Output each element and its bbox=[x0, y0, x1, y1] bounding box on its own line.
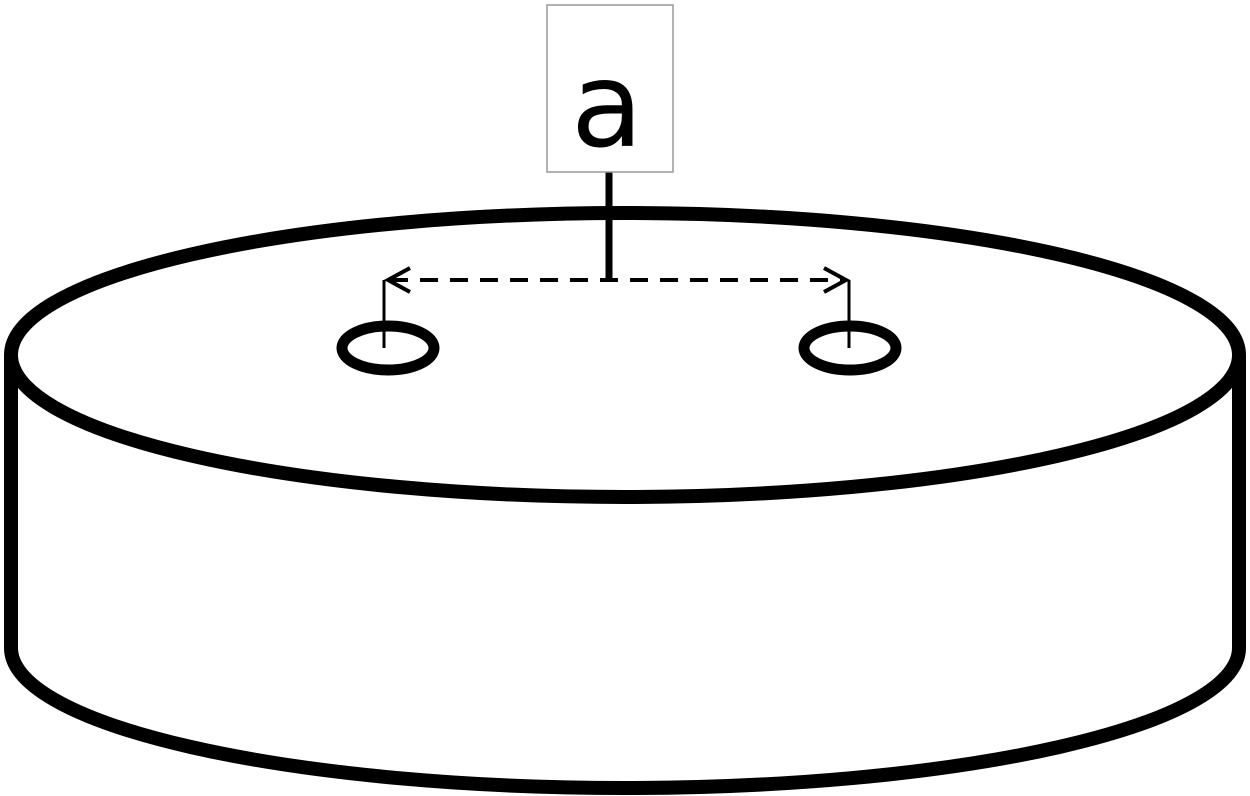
label-box bbox=[546, 4, 674, 173]
arrowhead-right bbox=[823, 266, 851, 294]
arrowhead-left bbox=[383, 266, 411, 294]
cylinder-top-face bbox=[4, 206, 1246, 504]
hole-left bbox=[336, 320, 440, 376]
dimension-label: a bbox=[571, 36, 643, 174]
